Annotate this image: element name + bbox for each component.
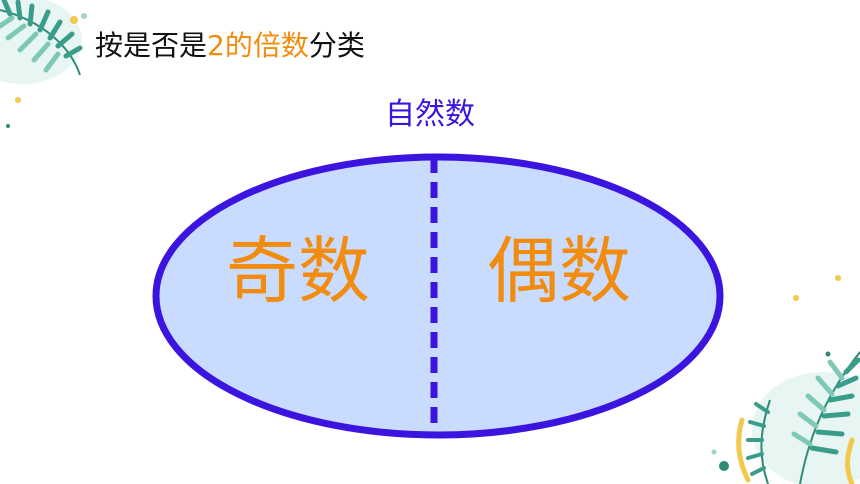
leaf-icon (736, 351, 860, 484)
dot-icon (711, 275, 841, 471)
dot-icon (6, 13, 87, 128)
even-numbers-label: 偶数 (487, 229, 632, 313)
odd-numbers-label: 奇数 (226, 229, 371, 313)
title-prefix: 按是否是 (95, 29, 208, 62)
set-label: 自然数 (385, 97, 475, 132)
set-ellipse (152, 153, 724, 439)
page-title: 按是否是2的倍数分类 (95, 26, 365, 66)
title-suffix: 分类 (308, 29, 365, 62)
leaf-icon (0, 0, 83, 84)
title-highlight: 2的倍数 (207, 29, 309, 62)
